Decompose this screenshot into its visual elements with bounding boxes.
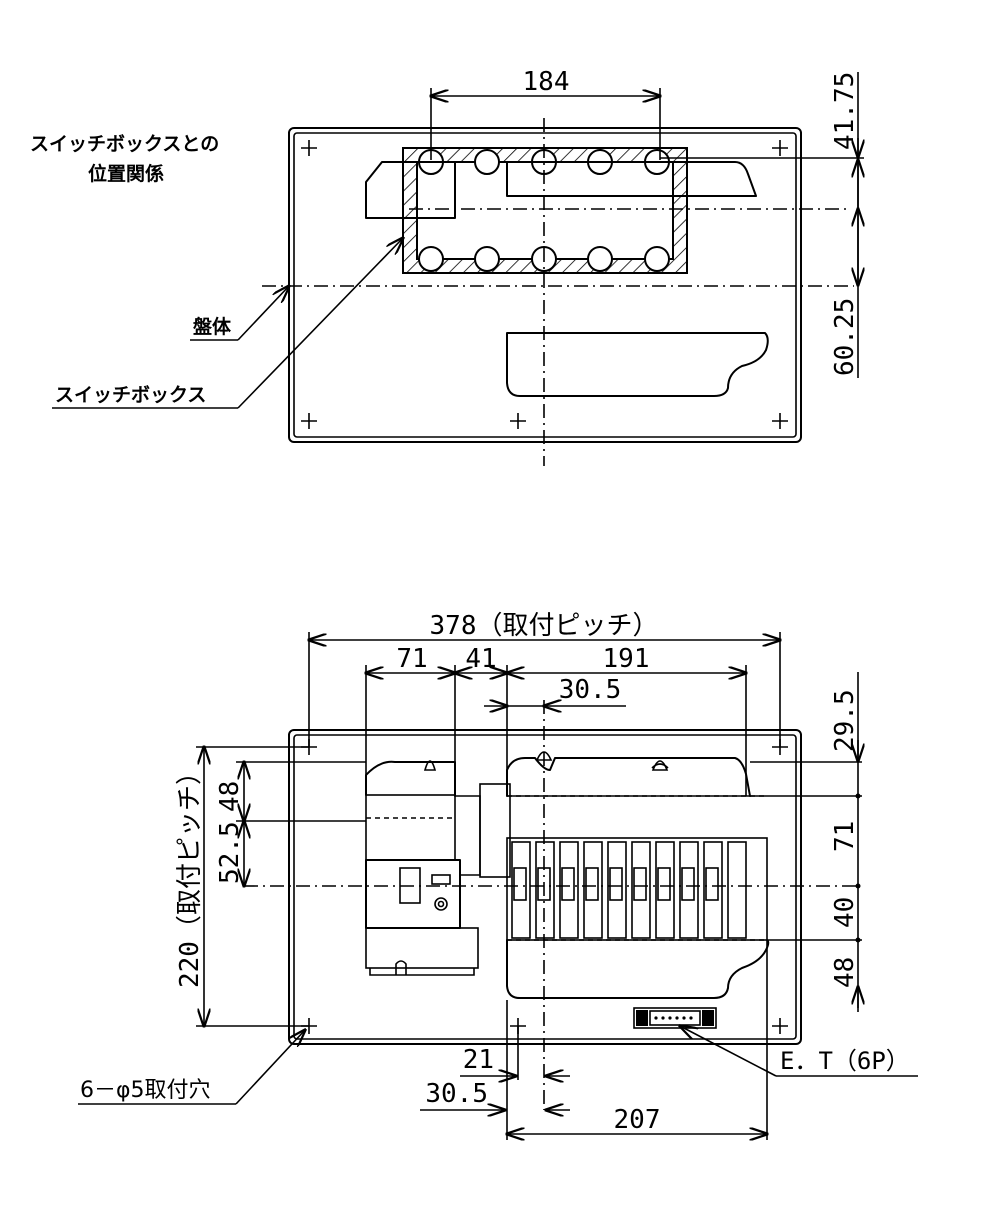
dims-bottom: 21 30.5 207 [420, 940, 767, 1140]
cover-bottom [506, 332, 769, 397]
branch-breakers [479, 751, 770, 999]
dim-29-5-label: 29.5 [830, 689, 860, 752]
panel-outline-front [288, 729, 802, 1045]
dim-41-75-label: 41.75 [830, 72, 860, 150]
dim-52-5-label: 52.5 [215, 821, 245, 884]
top-view: 184 41.75 60.25 スイッチボックスとの 位置関係 盤体 スイッチボ… [30, 67, 864, 466]
switch-box [402, 147, 688, 274]
dim-21-label: 21 [463, 1045, 494, 1075]
switchbox-leader: スイッチボックス [52, 238, 403, 409]
dim-184: 184 [431, 67, 660, 160]
relationship-title-line1: スイッチボックスとの [30, 133, 219, 155]
panel-outline [288, 127, 802, 443]
main-breaker [365, 760, 481, 976]
holes-leader: 6－φ5取付穴 [78, 1030, 305, 1105]
dim-71-right-label: 71 [830, 821, 860, 852]
dim-184-label: 184 [523, 67, 570, 97]
dim-220-label: 220（取付ピッチ） [175, 759, 205, 988]
dim-48-right-label: 48 [830, 957, 860, 988]
dim-48-left-label: 48 [215, 781, 245, 812]
label-earth-terminal: E．T（6P） [780, 1047, 910, 1075]
dim-191-label: 191 [603, 644, 650, 674]
panel-leader: 盤体 [190, 286, 289, 341]
front-view: 378（取付ピッチ） 71 41 191 30.5 220（取付ピッチ） [78, 611, 918, 1140]
breaker-cover-right [506, 161, 757, 197]
dim-207-label: 207 [614, 1105, 661, 1135]
mounting-crosses-top [301, 140, 788, 429]
breaker-cover-left [365, 161, 456, 219]
label-panel-body: 盤体 [193, 315, 232, 338]
dims-right: 29.5 71 40 48 [750, 672, 862, 1012]
earth-terminal [633, 1007, 717, 1029]
center-lines-front [244, 700, 860, 1110]
dim-60-25-label: 60.25 [830, 298, 860, 376]
dim-30-5-bottom-label: 30.5 [425, 1079, 488, 1109]
label-mounting-holes: 6－φ5取付穴 [80, 1078, 211, 1103]
dims-left: 220（取付ピッチ） 48 52.5 [175, 747, 366, 1026]
dim-40-label: 40 [830, 897, 860, 928]
dims-top: 378（取付ピッチ） 71 41 191 30.5 [309, 611, 780, 796]
dim-30-5-top-label: 30.5 [559, 675, 622, 705]
dim-378-label: 378（取付ピッチ） [430, 611, 659, 641]
center-lines-top [262, 118, 854, 466]
relationship-title-line2: 位置関係 [88, 162, 164, 185]
label-switch-box: スイッチボックス [55, 384, 206, 406]
dim-71-label: 71 [396, 644, 427, 674]
dim-41-label: 41 [465, 644, 496, 674]
et-leader: E．T（6P） [680, 1026, 918, 1077]
dim-right-top: 41.75 60.25 [660, 72, 864, 378]
